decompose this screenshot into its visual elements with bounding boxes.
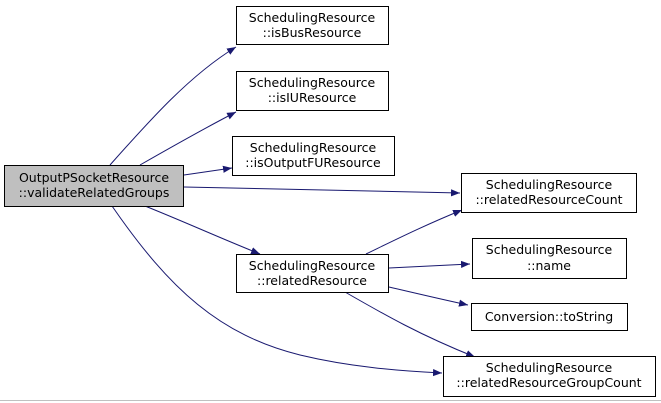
- bottom-divider: [0, 400, 661, 401]
- node-relatedResource[interactable]: SchedulingResource ::relatedResource: [236, 254, 389, 293]
- isOutputFUResource-node-line2: ::isOutputFUResource: [245, 155, 381, 170]
- toString-node-line1: Conversion::toString: [485, 309, 613, 324]
- edge-root-to-relatedResourceCount: [183, 186, 461, 197]
- node-relatedResourceCount[interactable]: SchedulingResource ::relatedResourceCoun…: [461, 173, 637, 213]
- isOutputFUResource-node-line1: SchedulingResource: [250, 140, 377, 155]
- node-root[interactable]: OutputPSocketResource ::validateRelatedG…: [4, 165, 184, 207]
- isIUResource-node-line1: SchedulingResource: [249, 75, 376, 90]
- edge-root-to-relatedResource: [144, 205, 261, 255]
- root-node-line1: OutputPSocketResource: [19, 170, 169, 185]
- relatedResourceGroupCount-node-line2: ::relatedResourceGroupCount: [456, 375, 641, 390]
- edge-relatedResource-to-toString: [388, 286, 469, 307]
- relatedResource-node-line2: ::relatedResource: [257, 273, 367, 288]
- node-isBusResource[interactable]: SchedulingResource ::isBusResource: [236, 6, 389, 45]
- edges: [109, 46, 476, 377]
- edge-root-to-isOutputFUResource: [183, 165, 233, 176]
- node-name[interactable]: SchedulingResource ::name: [472, 238, 627, 279]
- root-node-line2: ::validateRelatedGroups: [19, 185, 170, 200]
- relatedResourceGroupCount-node-box: [443, 356, 656, 397]
- name-node-line2: ::name: [527, 258, 571, 273]
- relatedResource-node-line1: SchedulingResource: [249, 258, 376, 273]
- name-node-line1: SchedulingResource: [486, 242, 613, 257]
- edge-relatedResource-to-name: [388, 260, 471, 269]
- edge-relatedResource-to-relatedResourceCount: [365, 209, 463, 255]
- relatedResourceGroupCount-node-line1: SchedulingResource: [486, 360, 613, 375]
- relatedResourceCount-node-line1: SchedulingResource: [486, 177, 613, 192]
- relatedResourceCount-node-line2: ::relatedResourceCount: [475, 192, 622, 207]
- isIUResource-node-box: [236, 71, 389, 111]
- edge-root-to-isBusResource: [109, 46, 237, 166]
- relatedResource-node-box: [236, 254, 389, 293]
- edge-relatedResource-to-relatedResourceGroupCount: [344, 291, 476, 358]
- node-isOutputFUResource[interactable]: SchedulingResource ::isOutputFUResource: [232, 136, 395, 176]
- node-toString[interactable]: Conversion::toString: [471, 303, 628, 331]
- isBusResource-node-line1: SchedulingResource: [249, 10, 376, 25]
- isOutputFUResource-node-box: [232, 136, 395, 176]
- edge-root-to-isIUResource: [139, 111, 237, 166]
- toString-node-box: [471, 303, 628, 331]
- root-node-box: [4, 165, 184, 207]
- node-relatedResourceGroupCount[interactable]: SchedulingResource ::relatedResourceGrou…: [443, 356, 656, 397]
- isIUResource-node-line2: ::isIUResource: [268, 90, 357, 105]
- isBusResource-node-line2: ::isBusResource: [263, 25, 362, 40]
- edge-root-to-relatedResourceGroupCount: [111, 205, 443, 377]
- isBusResource-node-box: [236, 6, 389, 45]
- node-isIUResource[interactable]: SchedulingResource ::isIUResource: [236, 71, 389, 111]
- name-node-box: [472, 238, 627, 279]
- relatedResourceCount-node-box: [461, 173, 637, 213]
